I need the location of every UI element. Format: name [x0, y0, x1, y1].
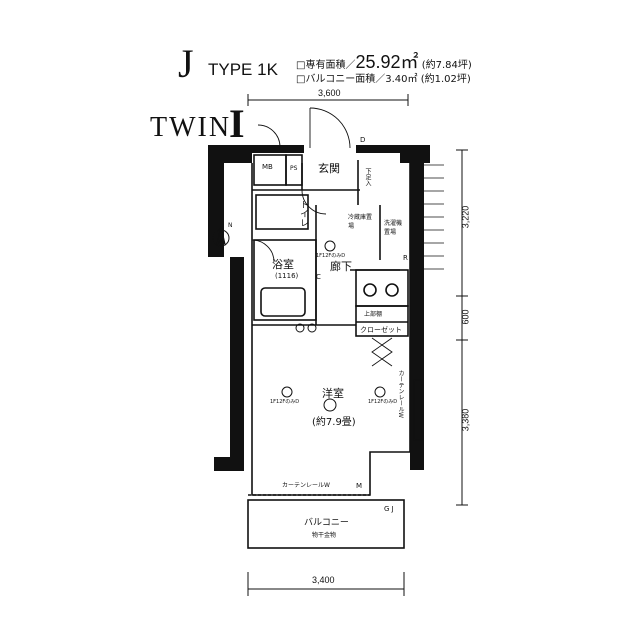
right-window [413, 379, 423, 441]
top-width-label: 3,600 [318, 88, 341, 98]
balcony-area-line: □バルコニー面積／3.40㎡ (約1.02坪) [296, 74, 471, 85]
bottom-width-label: 3,400 [312, 575, 335, 585]
toilet-label: トイレ [298, 200, 308, 227]
balcony-outline [247, 499, 405, 549]
western-room-size-label: (約7.9畳) [312, 417, 356, 428]
exclusive-area-value: 25.92㎡ [355, 52, 419, 72]
western-room-label: 洋室 [322, 387, 344, 400]
right-dim-3: 3,380 [460, 408, 471, 432]
shoe-box-label: 下足入 [364, 168, 371, 186]
north-label: N [228, 222, 233, 229]
light-note-hall: 1F12FのみD [316, 253, 346, 259]
marker-r: R [403, 254, 408, 262]
fridge-space-label: 冷蔵庫置場 [348, 214, 373, 230]
washer-space-label: 洗濯機置場 [384, 220, 403, 236]
bath-room [253, 239, 317, 321]
mb-label: MB [262, 163, 273, 171]
hallway-label: 廊下 [330, 260, 352, 273]
curtain-rail-bottom-label: カーテンレールW [282, 482, 330, 489]
bathtub-shape [260, 287, 306, 317]
exclusive-area-tsubo: (約7.84坪) [421, 60, 472, 71]
curtain-rail-side-label: カーテンレールW [397, 370, 404, 418]
upper-shelf-label: 上部棚 [364, 311, 383, 318]
right-dim-2: 600 [460, 309, 471, 325]
marker-d: D [360, 136, 366, 144]
toilet-room [255, 194, 309, 230]
exclusive-area-line: □専有面積／25.92㎡ (約7.84坪) [296, 48, 472, 74]
light-room-right [374, 386, 386, 398]
light-note-right: 1F12FのみD [368, 399, 398, 405]
twin-word: TWIN [150, 112, 232, 143]
balcony-label: バルコニー [304, 518, 349, 528]
bath-size-label: (1116) [275, 272, 299, 280]
exclusive-area-prefix: □専有面積／ [296, 60, 356, 71]
door-arc-bath [251, 239, 275, 263]
ps-label: PS [290, 165, 298, 172]
marker-gj: G J [384, 505, 394, 513]
twin-numeral: I [229, 101, 245, 146]
marker-m: M [356, 482, 363, 490]
unit-outline [251, 163, 411, 496]
type-label: TYPE 1K [208, 60, 278, 79]
light-room-center [323, 398, 337, 412]
door-arc-2 [309, 107, 351, 149]
bath-label: 浴室 [272, 258, 294, 271]
door-arc-toilet [301, 189, 327, 215]
closet-label: クローゼット [360, 326, 402, 334]
type-letter: J [178, 41, 194, 86]
marker-c: C [316, 273, 321, 281]
entrance-label: 玄関 [318, 162, 340, 175]
light-note-left: 1F12FのみD [270, 399, 300, 405]
closet-box [355, 305, 409, 337]
north-arrow-icon [212, 225, 230, 247]
light-hall [324, 240, 336, 252]
laundry-hanger-label: 物干金物 [312, 532, 337, 539]
light-room-left [281, 386, 293, 398]
door-arc-1 [257, 124, 281, 148]
right-dim-1: 3,220 [460, 205, 471, 229]
